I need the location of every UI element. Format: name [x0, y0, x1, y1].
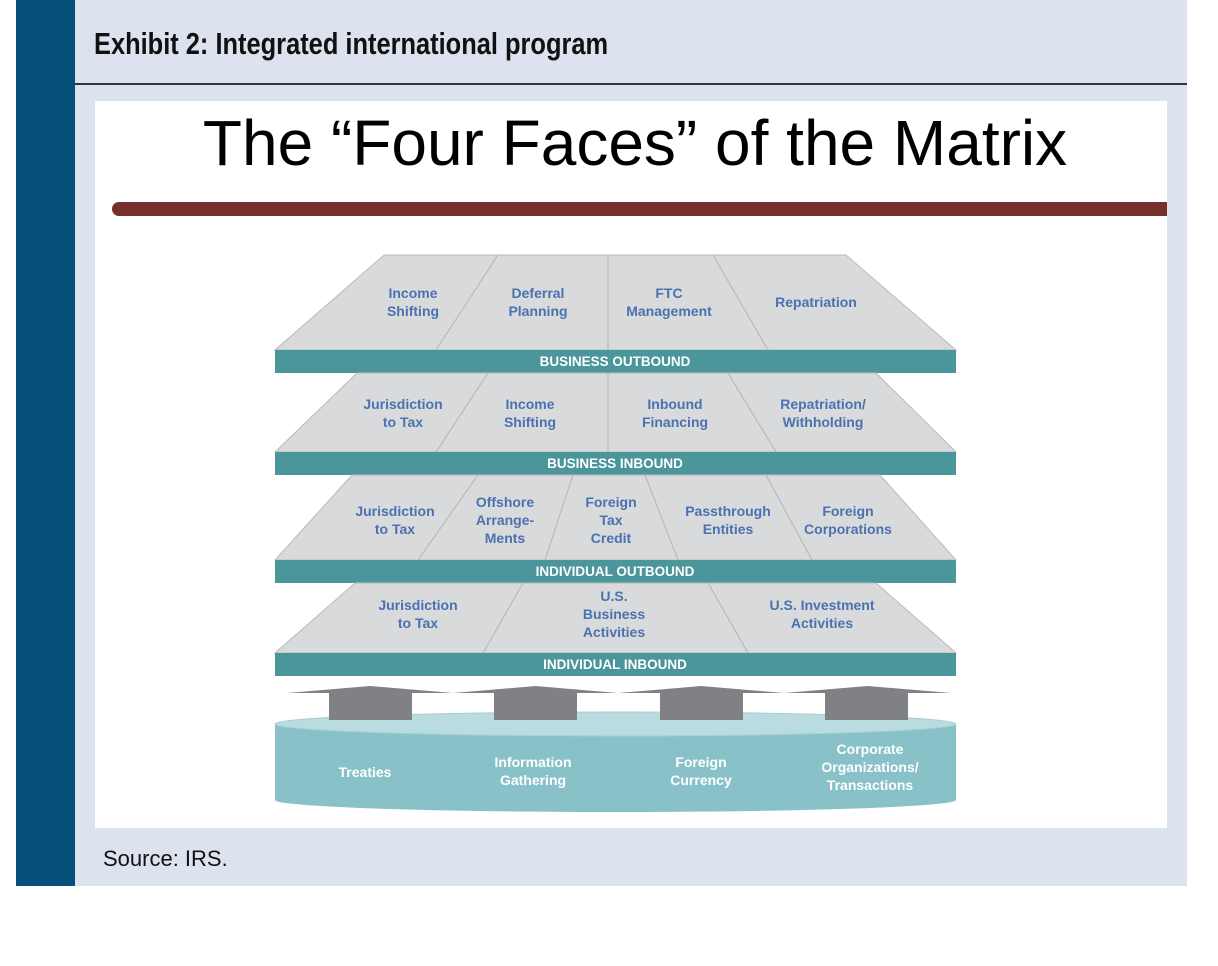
arrow-head	[453, 686, 618, 693]
tier-item-label: Jurisdiction to Tax	[378, 597, 458, 631]
tier-divider	[417, 474, 479, 561]
exhibit-title: Exhibit 2: Integrated international prog…	[94, 26, 609, 61]
foundation-cylinder-bottom	[275, 788, 956, 812]
tier-item-label: Passthrough Entities	[685, 503, 771, 537]
tier-divider	[727, 372, 777, 453]
arrow-shaft	[825, 693, 908, 720]
title-divider	[75, 83, 1187, 85]
tier-item-label: Income Shifting	[503, 396, 557, 430]
tier-band	[275, 350, 956, 373]
arrow-shaft	[494, 693, 577, 720]
tier-divider	[482, 582, 524, 654]
foundation-label: Information Gathering	[494, 754, 572, 788]
tier-item-label: Foreign Tax Credit	[585, 494, 637, 546]
tier-band-label: INDIVIDUAL INBOUND	[543, 656, 687, 672]
foundation-label: Foreign Currency	[670, 754, 732, 788]
foundation-cylinder-body	[275, 724, 956, 800]
tier-item-label: U.S. Business Activities	[582, 588, 646, 640]
tier-band	[275, 452, 956, 475]
source-note: Source: IRS.	[103, 846, 228, 871]
tier-item-label: Inbound Financing	[641, 396, 709, 430]
tier-band-label: INDIVIDUAL OUTBOUND	[535, 563, 695, 579]
tier-item-label: Foreign Corporations	[804, 503, 892, 537]
foundation-label: Treaties	[338, 764, 392, 780]
tier-band	[275, 560, 956, 583]
arrow-shaft	[329, 693, 412, 720]
tier-item-label: Income Shifting	[386, 285, 440, 319]
tier-divider	[435, 372, 489, 453]
tier-item-label: Jurisdiction to Tax	[363, 396, 443, 430]
arrow-shaft	[660, 693, 743, 720]
tier-item-label: Repatriation/ Withholding	[780, 396, 866, 430]
tier-divider	[644, 474, 679, 561]
arrow-head	[784, 686, 951, 693]
tier-item-label: U.S. Investment Activities	[769, 597, 875, 631]
tier-band-label: BUSINESS OUTBOUND	[539, 353, 691, 369]
tier-item-label: FTC Management	[626, 285, 712, 319]
title-underline-bar	[112, 202, 1167, 216]
tier-item-label: Jurisdiction to Tax	[355, 503, 435, 537]
tier-divider	[707, 582, 749, 654]
tier-divider	[765, 474, 813, 561]
foundation-cylinder-top	[274, 711, 957, 737]
left-accent-bar	[16, 0, 75, 886]
tier-item-label: Deferral Planning	[508, 285, 568, 319]
tier-divider	[712, 254, 769, 351]
tier-band	[275, 653, 956, 676]
tier-item-label: Offshore Arrange- Ments	[475, 494, 535, 546]
arrow-head	[618, 686, 784, 693]
tier-item-label: Repatriation	[775, 294, 857, 310]
foundation-label: Corporate Organizations/ Transactions	[821, 741, 919, 793]
tier-divider	[544, 474, 574, 561]
diagram-title: The “Four Faces” of the Matrix	[202, 107, 1068, 179]
tier-divider	[435, 254, 499, 351]
tier-band-label: BUSINESS INBOUND	[547, 455, 683, 471]
arrow-head	[287, 686, 453, 693]
